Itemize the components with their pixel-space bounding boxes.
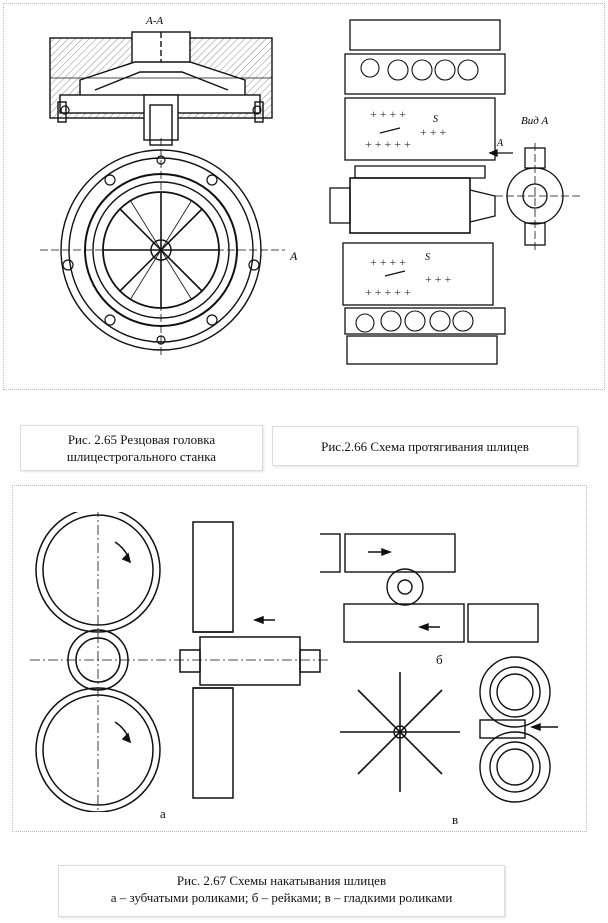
svg-text:+ + +: + + + [420, 125, 447, 139]
broaching-drawing: + + + + + + + + + + + + + + + + + + + + + + … [329, 19, 580, 365]
cutter-head-drawing: А-А А А [40, 15, 298, 355]
caption-2-67-line2: а – зубчатыми роликами; б – рейками; в –… [110, 890, 453, 905]
svg-text:+ + + + +: + + + + + [365, 285, 411, 299]
cut-label-right: А [289, 249, 298, 263]
feed-lower-label: S [425, 252, 430, 263]
feed-upper-label: S [433, 114, 438, 125]
caption-2-66-text: Рис.2.66 Схема протягивания шлицев [321, 439, 529, 454]
section-label: А-А [145, 15, 163, 27]
caption-fig-2-66: Рис.2.66 Схема протягивания шлицев [272, 426, 578, 466]
svg-text:+ + + +: + + + + [370, 107, 406, 121]
figure-label-b: б [436, 652, 443, 667]
view-a-label: Вид А [521, 115, 549, 127]
caption-2-67-line1: Рис. 2.67 Схемы накатывания шлицев [176, 873, 387, 888]
svg-text:+ + + +: + + + + [370, 255, 406, 269]
top-figure-frame [3, 3, 605, 390]
svg-text:+ + + + +: + + + + + [365, 137, 411, 151]
figure-label-a: а [160, 806, 166, 821]
caption-fig-2-65: Рис. 2.65 Резцовая головка шлицестрогаль… [20, 425, 263, 471]
bottom-figure-frame [12, 485, 587, 832]
arrow-a-label: А [496, 138, 504, 149]
caption-fig-2-67: Рис. 2.67 Схемы накатывания шлицев а – з… [58, 865, 505, 917]
gear-rollers-drawing [30, 512, 330, 812]
racks-and-smooth-rollers-drawing [320, 533, 558, 803]
figure-label-v: в [452, 812, 459, 827]
svg-text:+ + +: + + + [425, 272, 452, 286]
caption-2-65-line1: Рис. 2.65 Резцовая головка [67, 432, 216, 447]
caption-2-65-line2: шлицестрогального станка [66, 449, 217, 464]
